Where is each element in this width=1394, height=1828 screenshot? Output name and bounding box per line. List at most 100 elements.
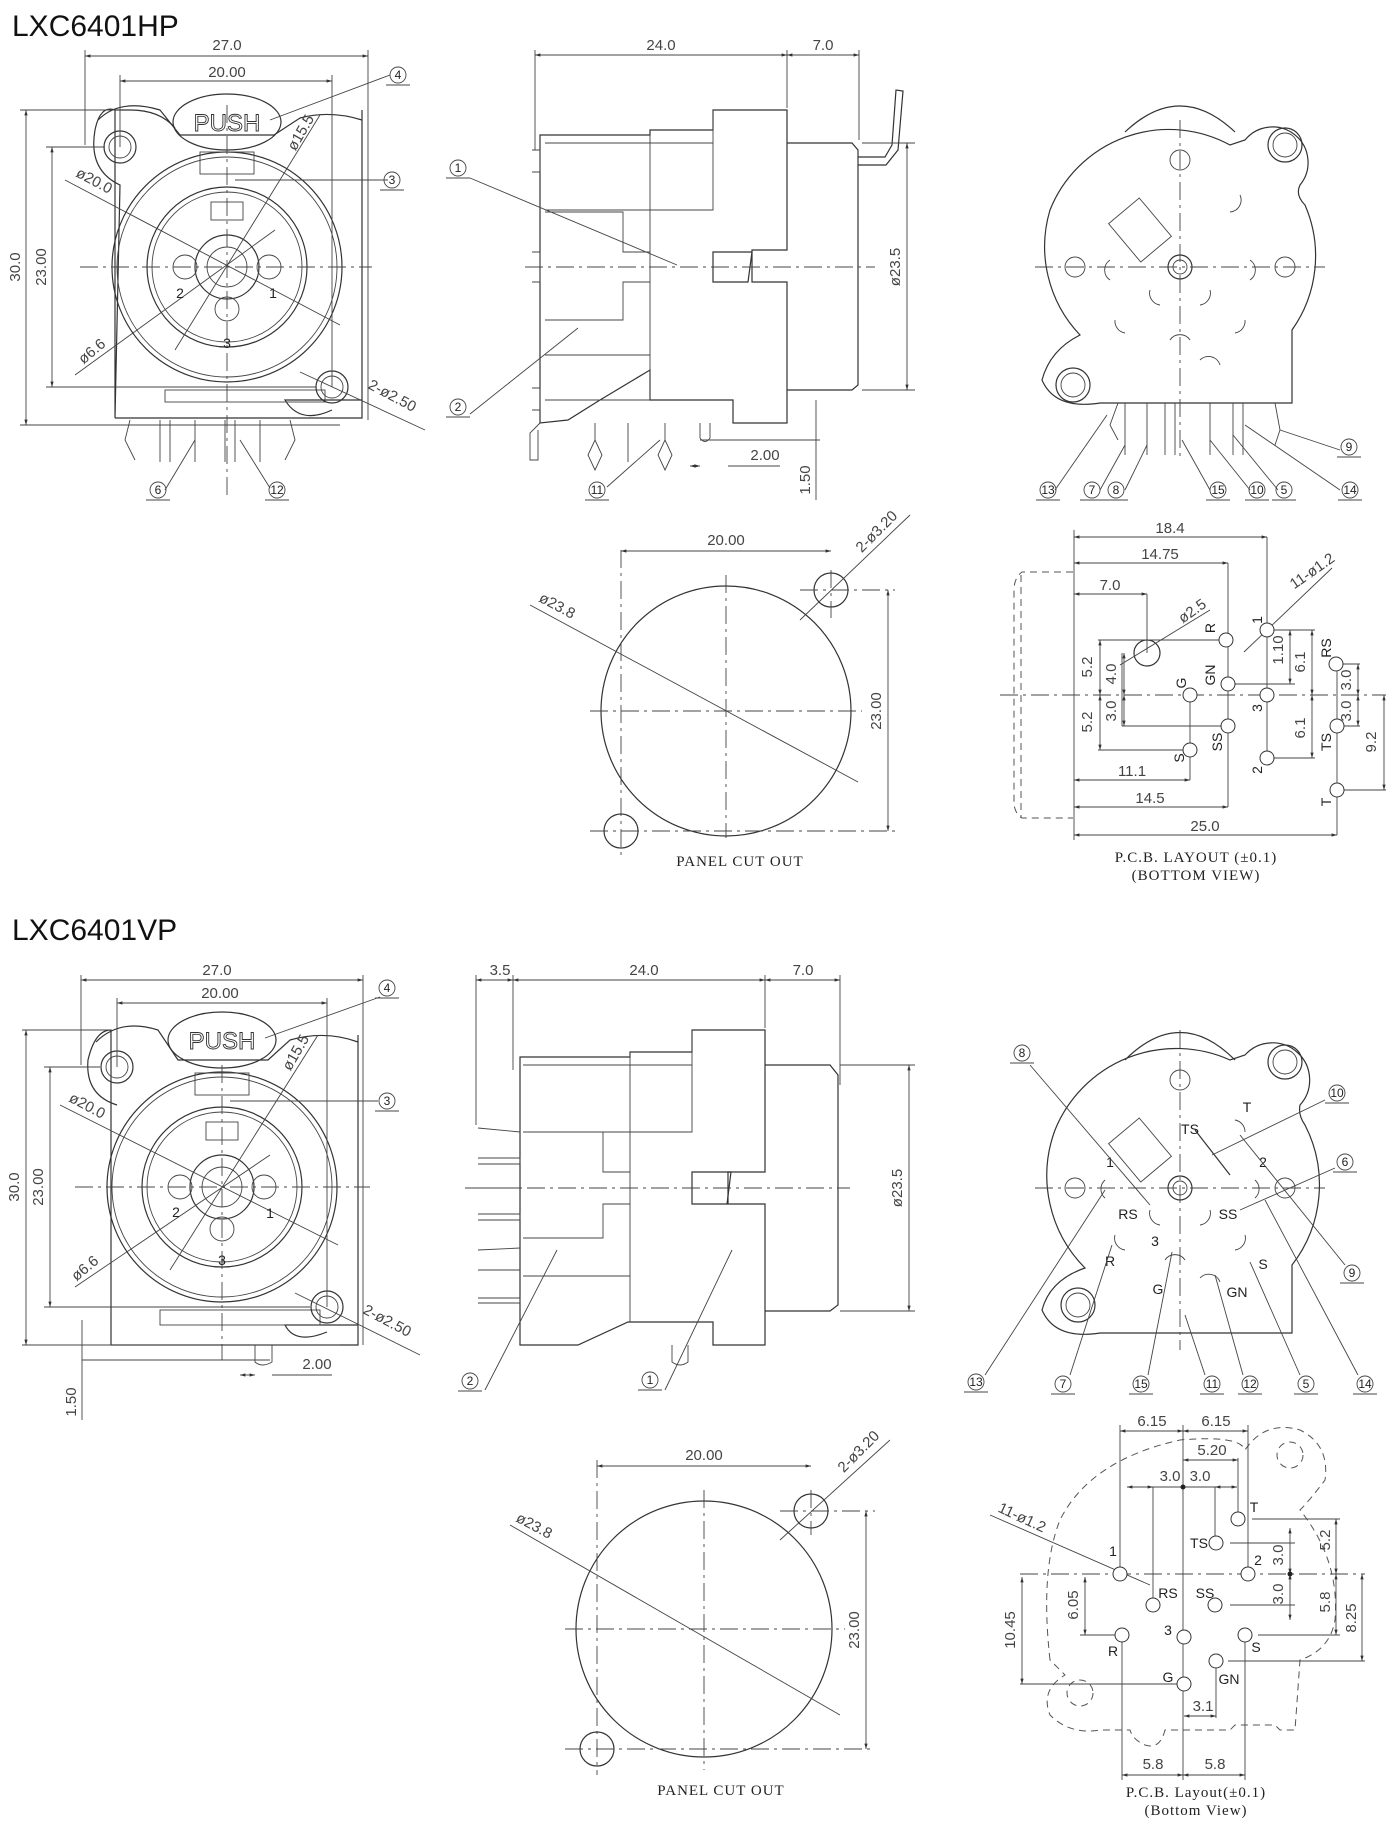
pcb-caption-view: (Bottom View) [1144,1803,1247,1819]
callout-balloon [389,66,407,84]
dim-pcb-3-1: 3.1 [1193,1698,1214,1715]
pin-label-1: 1 [1249,616,1265,624]
dim-cutout-23: 23.00 [868,692,885,730]
pcb-pin-RS: RS [1158,1585,1177,1601]
callout-2: 2 [467,1374,474,1388]
contact-label-SS: SS [1219,1206,1238,1222]
callout-balloon [1297,1375,1315,1393]
callout-balloon [1203,1375,1221,1393]
callout-balloon [1039,481,1057,499]
contact-label-S: S [1258,1256,1267,1272]
callout-balloon [268,481,286,499]
pcb-pin-TS: TS [1190,1535,1208,1551]
hp-pcb-layout: 18.4 14.75 7.0 ø2.5 5.2 5.2 4.0 3.0 11.1… [1000,520,1386,884]
callout-balloon [1356,1375,1374,1393]
dim-pcb-3-0-c: 3.0 [1270,1545,1287,1566]
callout-5: 5 [1281,483,1288,497]
callout-6: 6 [1342,1155,1349,1169]
dim-width-27: 27.0 [212,37,241,54]
dim-cutout-20: 20.00 [685,1447,723,1464]
pcb-pin-R: R [1108,1643,1118,1659]
dim-pcb-14-5: 14.5 [1135,790,1164,807]
callout-balloon [1107,481,1125,499]
callout-1: 1 [455,161,462,175]
dim-pin-2-00: 2.00 [302,1356,331,1373]
callout-balloon [378,1092,396,1110]
callout-10: 10 [1330,1086,1344,1100]
dim-length-24: 24.0 [629,962,658,979]
dim-pcb-5-8: 5.8 [1317,1592,1334,1613]
dim-pin-1-50: 1.50 [797,465,814,494]
callout-10: 10 [1250,483,1264,497]
dim-mount-holes: 2-ø2.50 [365,376,419,415]
callout-12: 12 [1243,1377,1257,1391]
dim-length-7: 7.0 [793,962,814,979]
dim-pin-1-50: 1.50 [63,1387,80,1416]
dim-pcb-3-0-upper: 3.0 [1338,670,1355,691]
callout-7: 7 [1089,483,1096,497]
dim-pcb-5-2-bottom: 5.2 [1079,712,1096,733]
callout-balloon [1336,1153,1354,1171]
pin-label-2: 2 [1249,766,1265,774]
pin-label-S: S [1171,753,1187,762]
contact-label-GN: GN [1227,1284,1248,1300]
dim-width-27: 27.0 [202,962,231,979]
push-label: PUSH [189,1028,256,1055]
dim-pcb-5-8-left: 5.8 [1143,1756,1164,1773]
callout-7: 7 [1060,1377,1067,1391]
pcb-pin-S: S [1251,1639,1260,1655]
pcb-pin-2: 2 [1254,1552,1262,1568]
model-title-hp: LXC6401HP [12,10,179,43]
cutout-caption: PANEL CUT OUT [657,1783,784,1799]
pcb-pin-GN: GN [1219,1671,1240,1687]
dim-pcb-18-4: 18.4 [1155,520,1184,537]
callout-balloon [449,159,467,177]
callout-balloon [378,979,396,997]
dim-dia-15-5: ø15.5 [279,1032,313,1074]
contact-label-G: G [1153,1281,1164,1297]
contact-label-R: R [1105,1253,1115,1269]
dim-pcb-10-45: 10.45 [1002,1611,1019,1649]
pin-label-3: 3 [223,335,231,351]
dim-height-30: 30.0 [6,1172,23,1201]
dim-pcb-6-1-top: 6.1 [1292,652,1309,673]
callout-balloon [1275,481,1293,499]
dim-cutout-dia-23-8: ø23.8 [536,590,578,623]
dim-pcb-3-0-a: 3.0 [1160,1468,1181,1485]
dim-pcb-1-10: 1.10 [1270,635,1287,664]
callout-balloon [383,171,401,189]
pin-label-2: 2 [176,285,184,301]
hp-front-view: PUSH 27.0 20.00 30.0 23.00 ø15.5 ø20.0 ø… [7,37,426,501]
contact-label-RS: RS [1118,1206,1137,1222]
dim-hole-spacing-20: 20.00 [201,985,239,1002]
pcb-caption: P.C.B. LAYOUT (±0.1) [1115,850,1277,866]
dim-pin-2-00: 2.00 [750,447,779,464]
contact-label-1: 1 [1106,1154,1114,1170]
callout-balloon [1083,481,1101,499]
dim-dia-23-5: ø23.5 [887,248,904,286]
pcb-caption: P.C.B. Layout(±0.1) [1126,1785,1266,1801]
contact-label-TS: TS [1181,1121,1199,1137]
pin-label-1: 1 [269,285,277,301]
dim-hole-vertical-23: 23.00 [30,1168,47,1206]
callout-4: 4 [384,981,391,995]
callout-balloon [1013,1044,1031,1062]
dim-pcb-6-05: 6.05 [1065,1590,1082,1619]
dim-pcb-4-0: 4.0 [1103,664,1120,685]
hp-rear-view: 13 7 8 15 10 5 14 9 [1035,105,1362,501]
callout-13: 13 [969,1375,983,1389]
dim-pcb-25-0: 25.0 [1190,818,1219,835]
dim-dia-20: ø20.0 [66,1090,108,1123]
pcb-pin-T: T [1250,1499,1259,1515]
callout-balloon [1328,1084,1346,1102]
dim-pcb-14-75: 14.75 [1141,546,1179,563]
vp-panel-cutout: 20.00 23.00 ø23.8 2-ø3.20 PANEL CUT OUT [509,1428,891,1799]
dim-pcb-5-8-right: 5.8 [1205,1756,1226,1773]
callout-balloon [1343,1264,1361,1282]
callout-balloon [149,481,167,499]
callout-11: 11 [591,483,604,497]
callout-9: 9 [1346,440,1353,454]
pin-label-3: 3 [218,1252,226,1268]
pin-label-R: R [1202,623,1218,633]
dim-pcb-9-2: 9.2 [1363,732,1380,753]
